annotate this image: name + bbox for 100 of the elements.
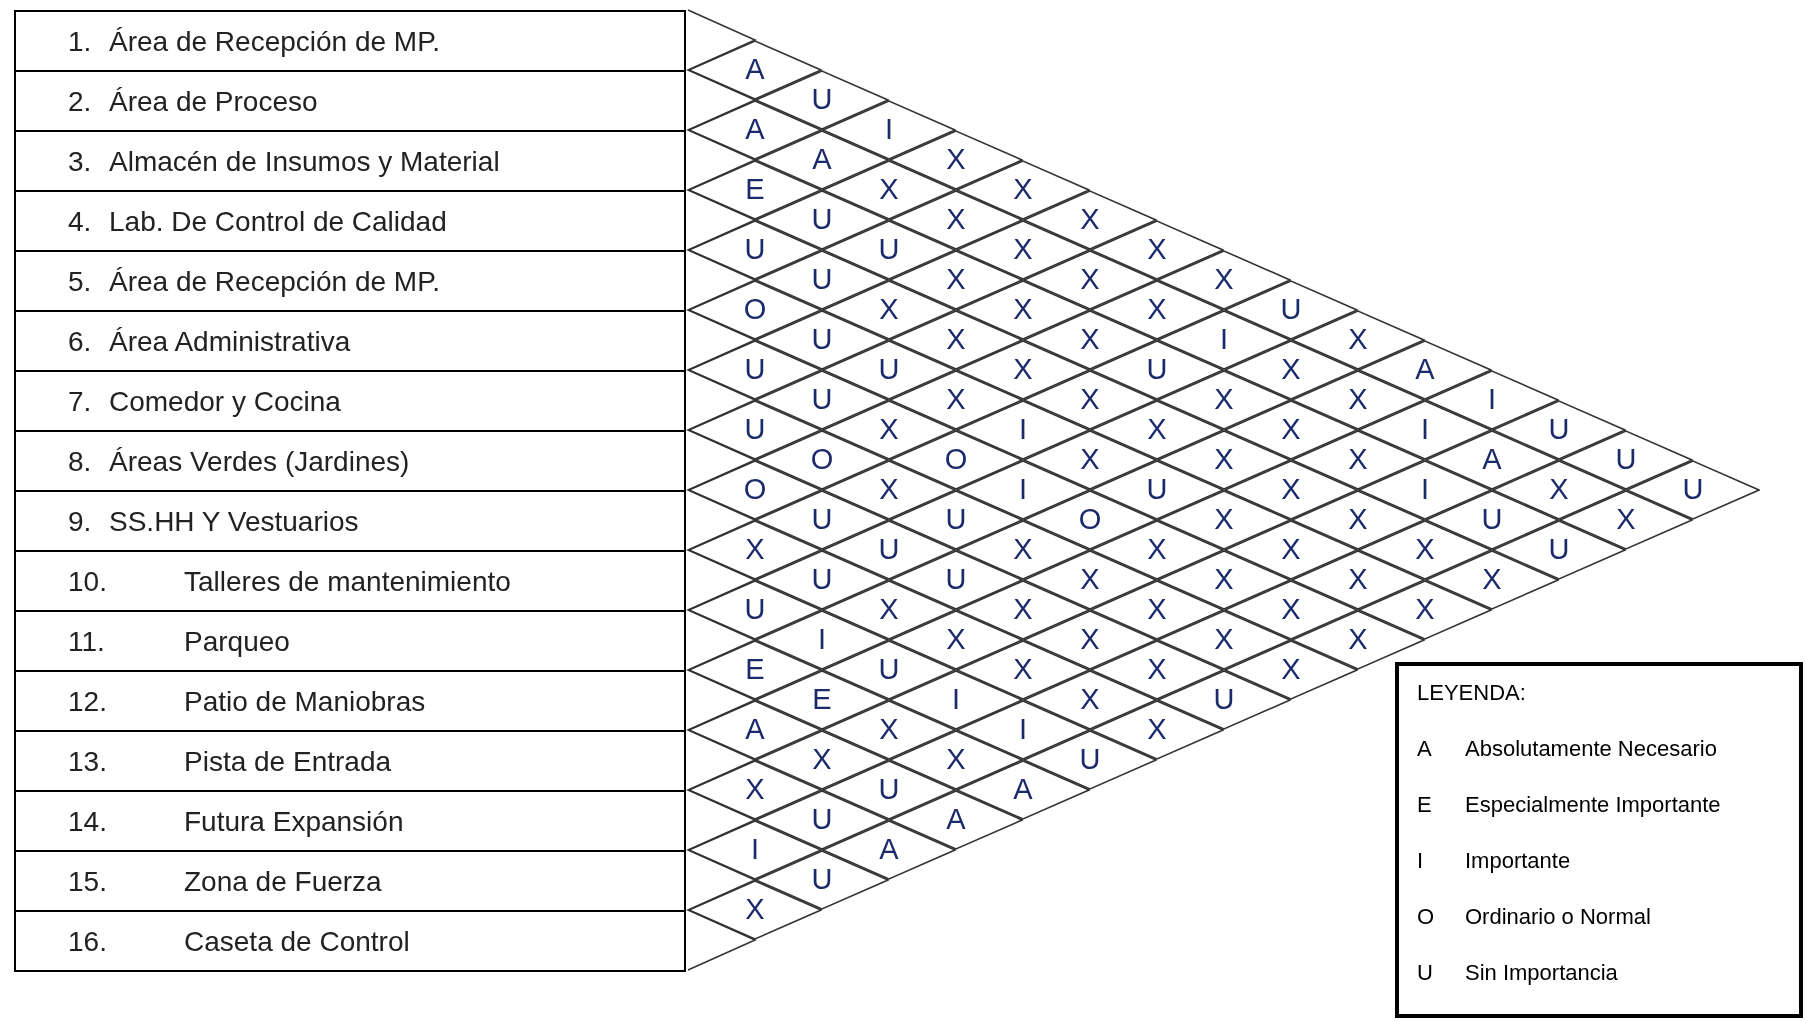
area-name: Almacén de Insumos y Material	[109, 146, 500, 178]
area-name: Áreas Verdes (Jardines)	[109, 446, 410, 478]
relationship-code: X	[1548, 473, 1570, 506]
relationship-code: I	[1017, 713, 1029, 746]
relationship-code: X	[1079, 683, 1101, 716]
relationship-code: X	[1280, 473, 1302, 506]
relationship-code: U	[810, 83, 834, 116]
relationship-code: X	[1079, 563, 1101, 596]
relationship-code: O	[1077, 503, 1103, 536]
relationship-code: X	[1347, 383, 1369, 416]
relationship-code: I	[1486, 383, 1498, 416]
relationship-code: X	[1213, 443, 1235, 476]
relationship-code: U	[810, 503, 834, 536]
relationship-code: X	[1347, 563, 1369, 596]
area-name: Área de Recepción de MP.	[109, 266, 441, 298]
relationship-code: U	[743, 413, 767, 446]
relationship-code: X	[1012, 533, 1034, 566]
relationship-code: U	[1547, 413, 1571, 446]
relationship-code: U	[810, 563, 834, 596]
row-number: 3.	[68, 146, 92, 178]
relationship-code: X	[1146, 713, 1168, 746]
relationship-code: X	[1012, 233, 1034, 266]
row-number: 1.	[68, 26, 92, 58]
row-number: 16.	[68, 926, 107, 958]
row-number: 7.	[68, 386, 92, 418]
table-row	[14, 250, 686, 312]
relationship-code: X	[1213, 623, 1235, 656]
area-name: Caseta de Control	[184, 926, 410, 958]
row-number: 8.	[68, 446, 92, 478]
relationship-code: X	[1079, 323, 1101, 356]
relationship-code: U	[944, 563, 968, 596]
area-name: Futura Expansión	[184, 806, 404, 838]
legend-code: A	[1417, 736, 1432, 762]
relationship-code: I	[1017, 413, 1029, 446]
relationship-code: U	[1547, 533, 1571, 566]
legend-text: Especialmente Importante	[1465, 792, 1721, 818]
table-row	[14, 190, 686, 252]
relationship-code: X	[945, 323, 967, 356]
relationship-code: X	[1347, 323, 1369, 356]
relationship-code: X	[878, 593, 900, 626]
relationship-code: O	[943, 443, 969, 476]
relationship-code: X	[1146, 293, 1168, 326]
relationship-code: X	[945, 263, 967, 296]
relationship-code: A	[744, 113, 766, 146]
relationship-code: I	[749, 833, 761, 866]
relationship-code: X	[1347, 503, 1369, 536]
relationship-code: A	[1481, 443, 1503, 476]
relationship-code: X	[1012, 173, 1034, 206]
relationship-code: X	[1079, 263, 1101, 296]
legend-code: I	[1417, 848, 1424, 874]
table-row	[14, 610, 686, 672]
relationship-code: I	[1017, 473, 1029, 506]
relationship-code: I	[1218, 323, 1230, 356]
row-number: 6.	[68, 326, 92, 358]
relationship-code: O	[742, 293, 768, 326]
row-number: 15.	[68, 866, 107, 898]
row-number: 12.	[68, 686, 107, 718]
table-row	[14, 850, 686, 912]
legend-box	[1395, 662, 1803, 1018]
relationship-code: X	[1146, 533, 1168, 566]
row-number: 9.	[68, 506, 92, 538]
relationship-code: X	[1146, 233, 1168, 266]
relationship-code: X	[1280, 533, 1302, 566]
relationship-code: U	[1145, 473, 1169, 506]
relationship-code: X	[1079, 203, 1101, 236]
table-row	[14, 370, 686, 432]
relationship-code: A	[1414, 353, 1436, 386]
relationship-code: I	[1419, 473, 1431, 506]
relationship-code: X	[744, 773, 766, 806]
relationship-code: X	[1347, 443, 1369, 476]
relationship-code: X	[1414, 533, 1436, 566]
relationship-code: I	[1419, 413, 1431, 446]
relationship-code: E	[744, 173, 766, 206]
relationship-code: A	[744, 53, 766, 86]
relationship-code: X	[1146, 413, 1168, 446]
legend-text: Absolutamente Necesario	[1465, 736, 1717, 762]
relationship-code: X	[1280, 653, 1302, 686]
area-name: Talleres de mantenimiento	[184, 566, 511, 598]
relationship-code: I	[883, 113, 895, 146]
relationship-code: X	[945, 203, 967, 236]
relationship-code: O	[742, 473, 768, 506]
relationship-code: A	[1012, 773, 1034, 806]
table-row	[14, 910, 686, 972]
relationship-code: E	[811, 683, 833, 716]
legend-text: Sin Importancia	[1465, 960, 1618, 986]
relationship-code: U	[743, 233, 767, 266]
relationship-code: X	[744, 533, 766, 566]
relationship-code: E	[744, 653, 766, 686]
legend-code: O	[1417, 904, 1435, 930]
relationship-code: A	[878, 833, 900, 866]
table-row	[14, 790, 686, 852]
relationship-code: U	[877, 233, 901, 266]
area-name: Patio de Maniobras	[184, 686, 426, 718]
relationship-code: U	[810, 803, 834, 836]
area-name: Área de Proceso	[109, 86, 318, 118]
relationship-code: X	[1146, 653, 1168, 686]
relationship-code: X	[878, 413, 900, 446]
legend-code: U	[1417, 960, 1433, 986]
relationship-code: X	[878, 473, 900, 506]
relationship-code: X	[945, 383, 967, 416]
